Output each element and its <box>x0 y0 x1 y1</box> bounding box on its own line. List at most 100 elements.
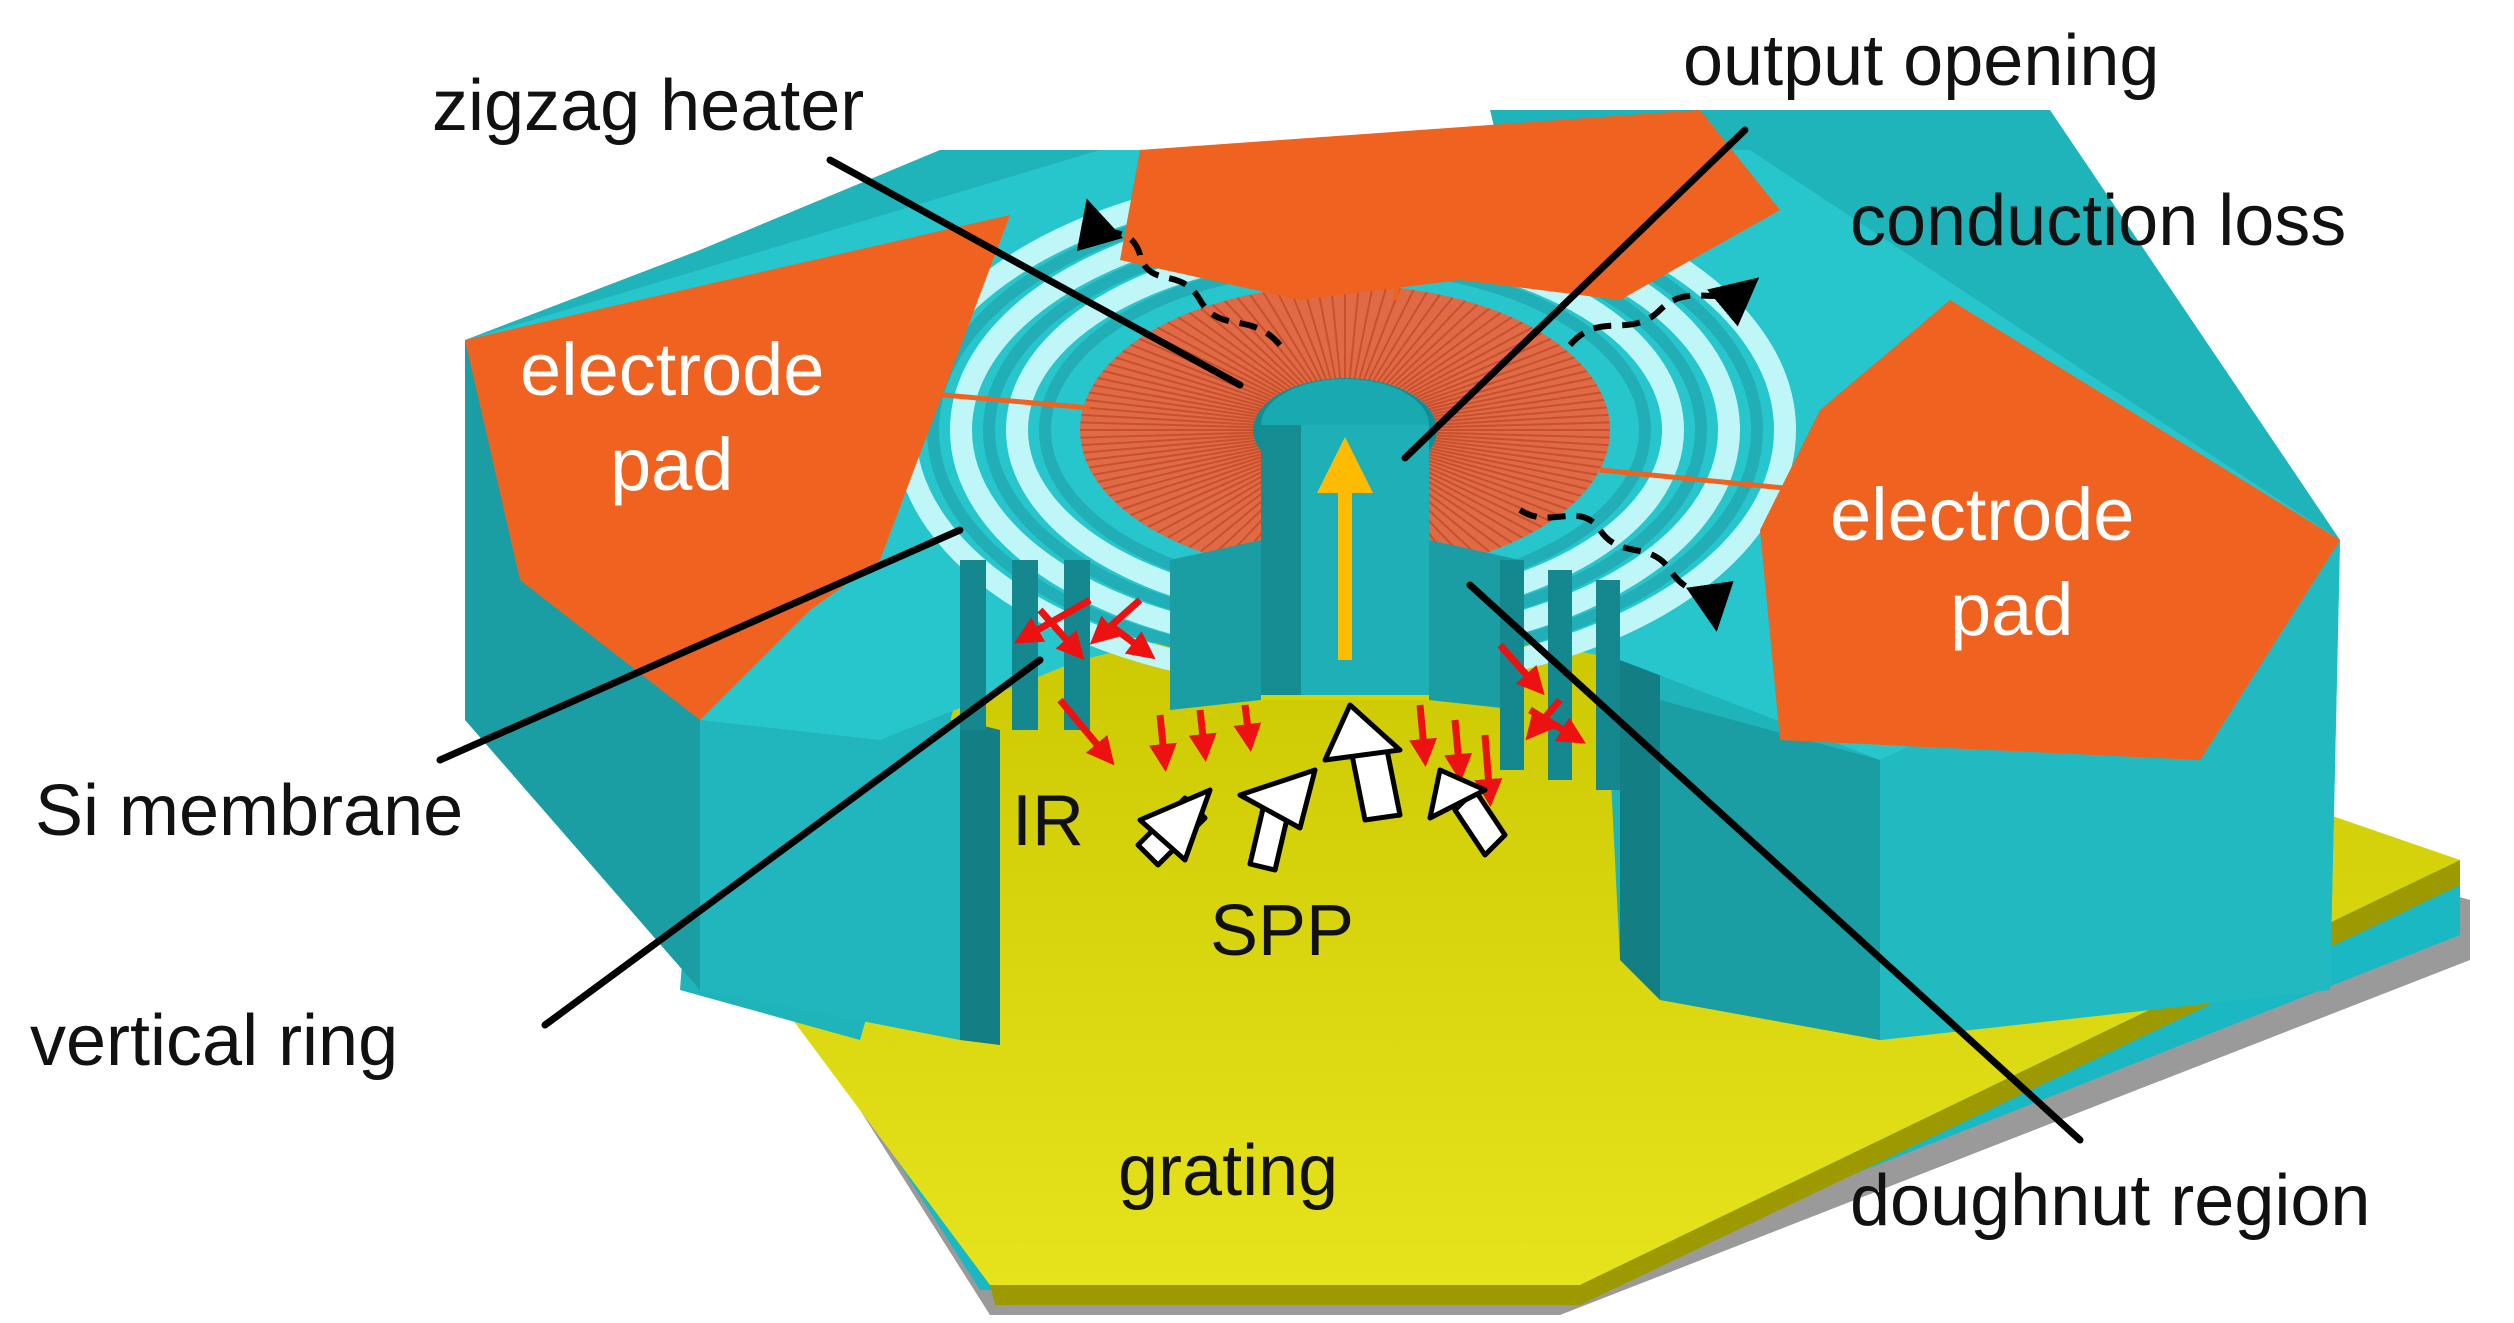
heater-spoke <box>1262 291 1318 382</box>
heater-spoke <box>1330 285 1342 379</box>
heater-spoke <box>1372 291 1428 382</box>
label-conduction-loss: conduction loss <box>1850 181 2346 261</box>
heater-spoke <box>1115 455 1266 504</box>
label-electrode-pad-right-1: electrode <box>1830 473 2134 556</box>
heater-spoke <box>1157 326 1281 395</box>
label-ir: IR <box>1012 781 1084 861</box>
heater-spoke <box>1147 463 1278 528</box>
heater-spoke <box>1412 463 1543 528</box>
label-vertical-ring: vertical ring <box>30 1001 398 1081</box>
heater-spoke <box>1177 316 1288 391</box>
heater-spoke <box>1435 406 1607 423</box>
heater-spoke <box>1398 311 1502 389</box>
heater-spoke <box>1302 286 1332 379</box>
conduction-loss-arrows <box>1076 198 1760 632</box>
heater-spoke <box>1081 413 1254 426</box>
heater-spoke <box>1115 356 1266 405</box>
heater-spoke <box>1097 447 1260 483</box>
heater-spoke <box>1167 321 1284 393</box>
heater-spoke <box>1348 285 1360 379</box>
heater-spoke <box>1122 350 1269 403</box>
heater-spoke <box>1130 343 1271 401</box>
heater-spoke <box>1390 303 1479 386</box>
heater-spoke <box>1428 450 1588 490</box>
label-si-membrane: Si membrane <box>35 771 463 851</box>
leader-lines <box>436 126 2084 1144</box>
leader-vertical-ring <box>541 656 1044 1029</box>
label-output-opening: output opening <box>1683 21 2159 101</box>
heater-spoke <box>1434 439 1605 462</box>
heater-spoke <box>1428 370 1588 410</box>
heater-spoke <box>1421 350 1568 403</box>
labels: zigzag heater output opening conduction … <box>30 21 2370 1241</box>
label-electrode-pad-right-2: pad <box>1950 568 2073 651</box>
heater-spoke <box>1406 321 1523 393</box>
heater-spoke <box>1083 406 1255 423</box>
heater-spoke <box>1381 296 1454 384</box>
label-electrode-pad-left-2: pad <box>610 423 733 506</box>
heater-spoke <box>1083 437 1255 454</box>
ir-arrows <box>1013 596 1587 807</box>
heater-spoke <box>1130 459 1271 517</box>
spp-arrow-1-head <box>1137 787 1213 863</box>
wavy-arrow-right-bottom <box>1518 507 1734 632</box>
heater-spoke <box>1430 447 1593 483</box>
heater-spoke <box>1436 413 1609 426</box>
heater-spoke <box>1436 421 1610 429</box>
wavy-arrow-right-top <box>1567 277 1760 348</box>
heater-spoke <box>1088 442 1257 469</box>
heater-spoke <box>1402 316 1513 391</box>
heater-spoke <box>1436 434 1609 447</box>
spp-arrow-4-head <box>1427 767 1488 821</box>
heater-spoke <box>1434 398 1605 421</box>
heater-spoke <box>1436 431 1610 439</box>
heater-spoke <box>1433 391 1602 418</box>
wavy-arrow-left <box>1076 198 1283 348</box>
heater-spoke <box>1353 285 1374 379</box>
heater-spoke <box>1409 326 1533 395</box>
heater-spoke <box>1081 434 1254 447</box>
heater-spoke <box>1088 391 1257 418</box>
heater-spoke <box>1426 363 1582 408</box>
heater-spoke <box>1424 455 1575 504</box>
heater-spoke <box>1200 307 1296 388</box>
heater-spoke <box>1122 457 1269 510</box>
heater-spoke <box>1188 311 1292 389</box>
leader-si-membrane <box>436 526 964 764</box>
leader-doughnut-region <box>1466 581 2084 1144</box>
heater-spoke <box>1419 459 1560 517</box>
heater-spoke <box>1080 421 1254 429</box>
spp-arrow-2-head <box>1237 767 1318 831</box>
heater-spoke <box>1367 289 1415 381</box>
label-zigzag-heater: zigzag heater <box>432 66 864 146</box>
heater-spoke <box>1416 337 1552 399</box>
heater-spoke <box>1108 452 1264 497</box>
heater-spoke <box>1102 450 1262 490</box>
heater-spoke <box>1097 377 1260 413</box>
heater-spoke <box>1092 384 1258 415</box>
heater-spoke <box>1358 286 1388 379</box>
heater-spoke <box>1363 287 1402 380</box>
heater-spoke <box>1275 289 1323 381</box>
heater-spoke <box>1085 439 1256 462</box>
label-electrode-pad-left-1: electrode <box>520 328 824 411</box>
heater-spoke <box>1080 431 1254 439</box>
heater-spoke <box>1421 457 1568 510</box>
spp-arrows <box>1135 702 1508 873</box>
heater-spoke <box>1223 300 1304 385</box>
heater-spoke <box>1288 287 1327 380</box>
leader-zigzag-heater <box>826 156 1244 389</box>
heater-spoke <box>1092 445 1258 476</box>
heater-spoke <box>1138 461 1274 523</box>
heater-spoke <box>1433 442 1602 469</box>
heater-spoke <box>1316 285 1337 379</box>
heater-spoke <box>1435 437 1607 454</box>
heater-spoke <box>1085 398 1256 421</box>
heater-spoke <box>1426 452 1582 497</box>
heater-spoke <box>1157 465 1281 534</box>
heater-spoke <box>1424 356 1575 405</box>
heater-spoke <box>1432 445 1598 476</box>
heater-spoke <box>1249 294 1313 383</box>
spp-arrow-3-head <box>1322 702 1403 763</box>
